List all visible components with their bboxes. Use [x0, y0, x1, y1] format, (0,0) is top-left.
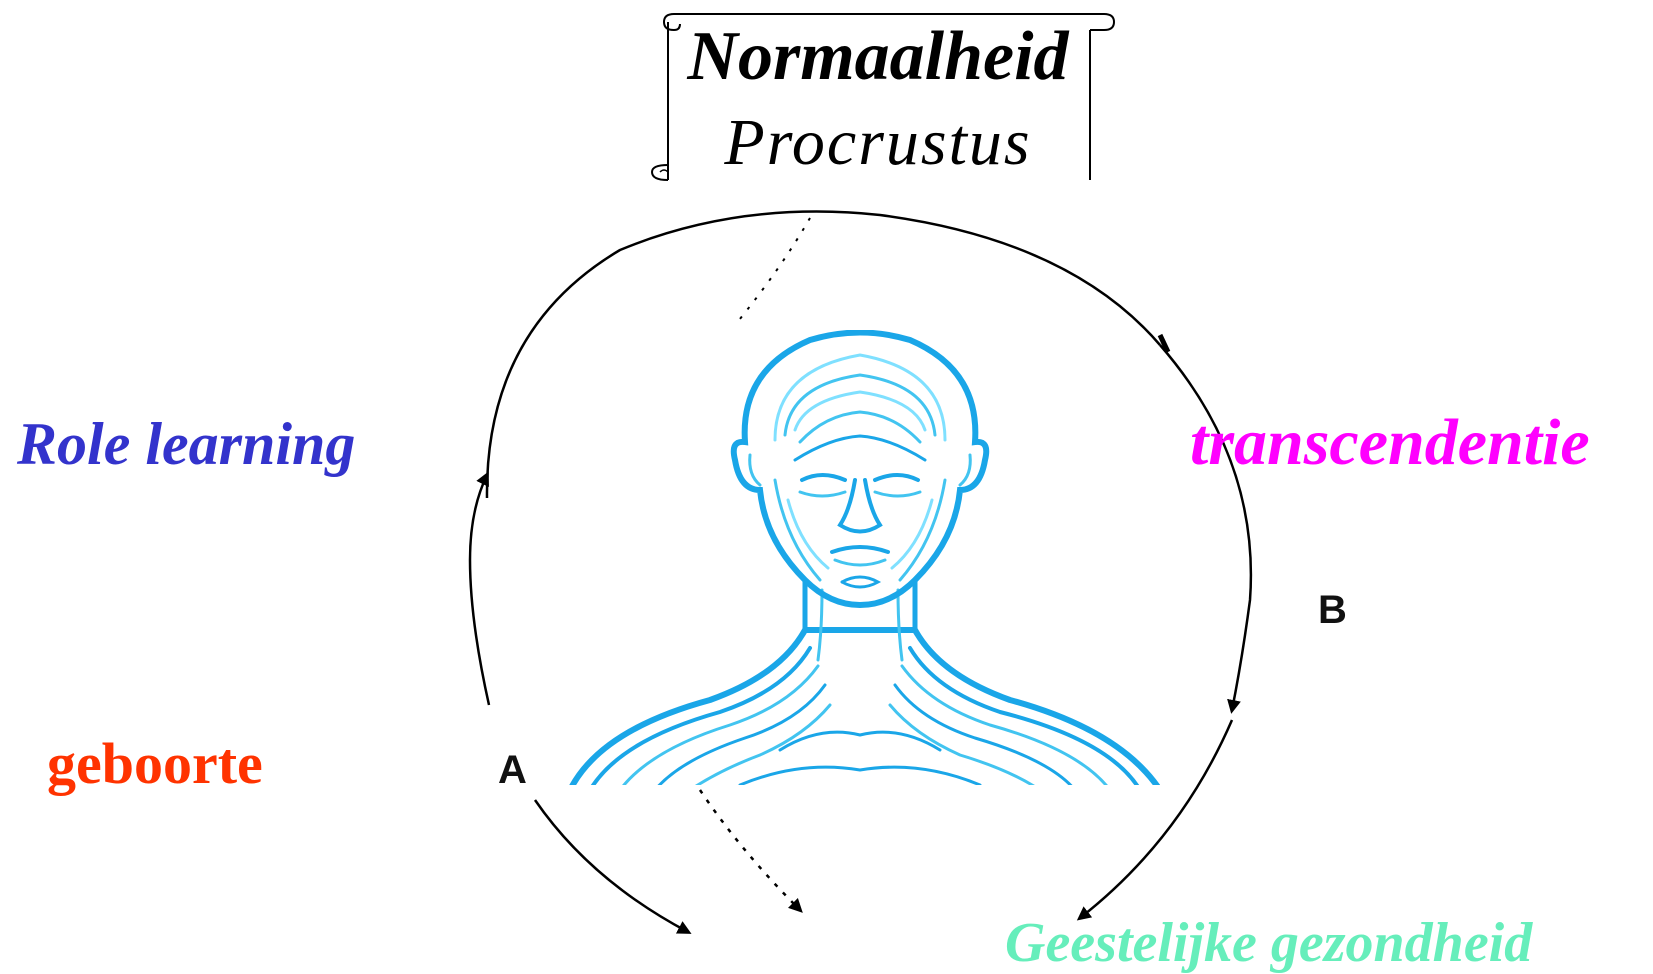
- point-a-label: A: [498, 750, 527, 790]
- label-geboorte: geboorte: [47, 735, 263, 793]
- point-b-label: B: [1318, 590, 1347, 630]
- arc-top: [487, 212, 1160, 498]
- arrow-a-solid: [535, 800, 688, 932]
- dotted-top: [735, 218, 810, 325]
- label-transcendentie: transcendentie: [1190, 410, 1590, 476]
- arc-right: [1160, 345, 1251, 710]
- arc-left: [470, 475, 489, 705]
- arc-to-gezondheid: [1080, 720, 1232, 918]
- arrow-a-dotted: [700, 790, 800, 910]
- label-role-learning: Role learning: [17, 414, 355, 474]
- label-geestelijke-gezondheid: Geestelijke gezondheid: [1005, 915, 1532, 971]
